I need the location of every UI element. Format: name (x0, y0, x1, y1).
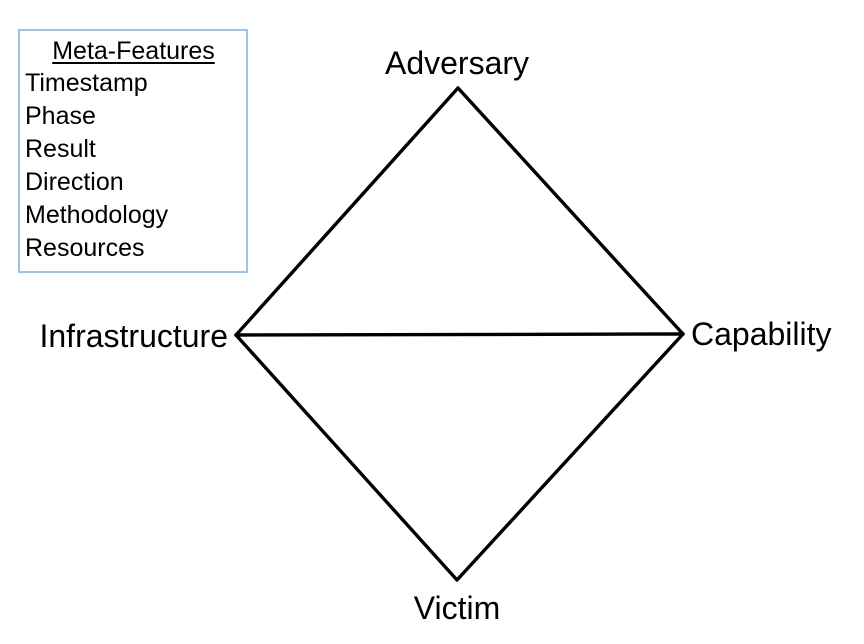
meta-features-box: Meta-Features Timestamp Phase Result Dir… (18, 29, 248, 273)
meta-feature-item-direction: Direction (25, 168, 124, 196)
edge-capability-victim (455, 332, 685, 582)
edge-infrastructure-capability (234, 332, 685, 337)
vertex-label-adversary: Adversary (384, 45, 530, 81)
meta-feature-item-result: Result (25, 135, 96, 163)
edge-infrastructure-victim (234, 333, 459, 582)
meta-features-title: Meta-Features (52, 37, 215, 65)
meta-feature-item-resources: Resources (25, 234, 145, 262)
meta-feature-item-phase: Phase (25, 102, 96, 130)
meta-feature-item-methodology: Methodology (25, 201, 169, 229)
edge-adversary-capability (456, 86, 685, 336)
vertex-label-capability: Capability (691, 316, 832, 352)
meta-feature-item-timestamp: Timestamp (25, 69, 148, 97)
vertex-label-victim: Victim (413, 590, 501, 626)
edge-adversary-infrastructure (234, 86, 460, 337)
vertex-label-infrastructure: Infrastructure (39, 318, 228, 354)
